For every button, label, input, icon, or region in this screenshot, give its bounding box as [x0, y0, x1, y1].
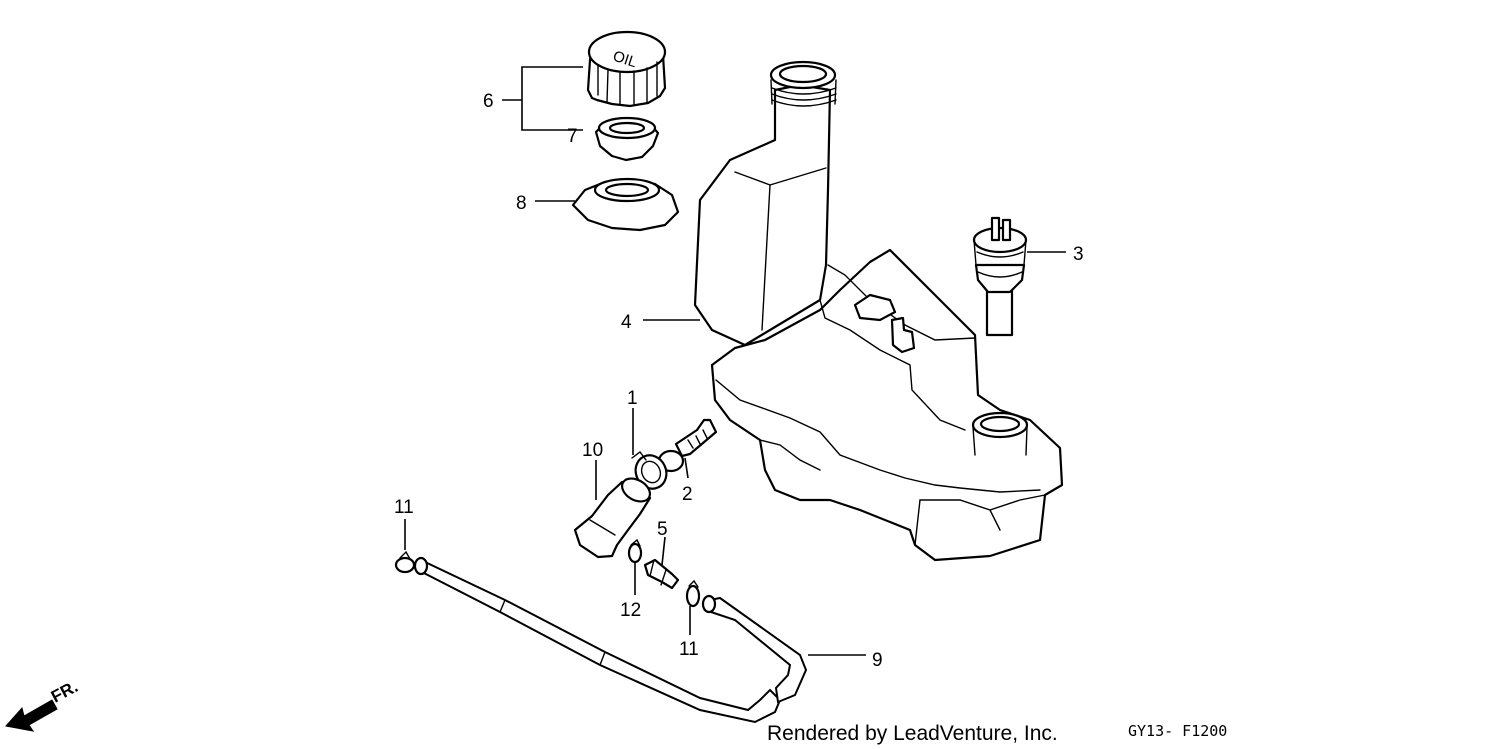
- hose-clip-part-11-right[interactable]: [685, 579, 701, 608]
- oil-hose-part-9[interactable]: [413, 556, 808, 724]
- cap-packing-part-7[interactable]: [594, 116, 660, 162]
- callout-2: 2: [682, 484, 693, 505]
- diagram-code: GY13- F1200: [1128, 722, 1227, 740]
- front-arrow-icon: [5, 699, 58, 732]
- callout-3: 3: [1073, 244, 1084, 265]
- joint-part-5[interactable]: [643, 558, 680, 590]
- callout-11-right: 11: [679, 639, 699, 660]
- front-direction-indicator: FR.: [5, 677, 81, 732]
- filler-grommet-part-8[interactable]: [571, 177, 680, 232]
- hose-clip-part-1[interactable]: [630, 450, 672, 493]
- strainer-part-2[interactable]: [657, 418, 718, 473]
- callout-4: 4: [621, 312, 632, 333]
- callout-8: 8: [516, 193, 527, 214]
- callout-10: 10: [582, 440, 603, 461]
- callout-9: 9: [872, 650, 883, 671]
- oil-cap-embossed-text: OIL: [611, 48, 639, 72]
- callout-6: 6: [483, 91, 494, 112]
- callout-5: 5: [657, 519, 668, 540]
- oil-cap-part-6[interactable]: OIL: [586, 30, 667, 108]
- oil-tank-part-4[interactable]: [693, 60, 1064, 562]
- callout-labels: 1 2 3 4 5 6 7 8 9 10 11 11 12: [394, 91, 1084, 671]
- leader-lines: [404, 66, 1066, 656]
- callout-7: 7: [567, 126, 578, 147]
- callout-11-left: 11: [394, 497, 414, 518]
- render-credit: Rendered by LeadVenture, Inc.: [767, 722, 1058, 745]
- hose-clip-part-12[interactable]: [627, 538, 643, 564]
- oil-level-switch-part-3[interactable]: [972, 216, 1028, 337]
- elbow-joint-part-10[interactable]: [573, 474, 654, 559]
- callout-12: 12: [620, 600, 641, 621]
- hose-clip-part-11-left[interactable]: [394, 550, 416, 574]
- callout-1: 1: [627, 388, 638, 409]
